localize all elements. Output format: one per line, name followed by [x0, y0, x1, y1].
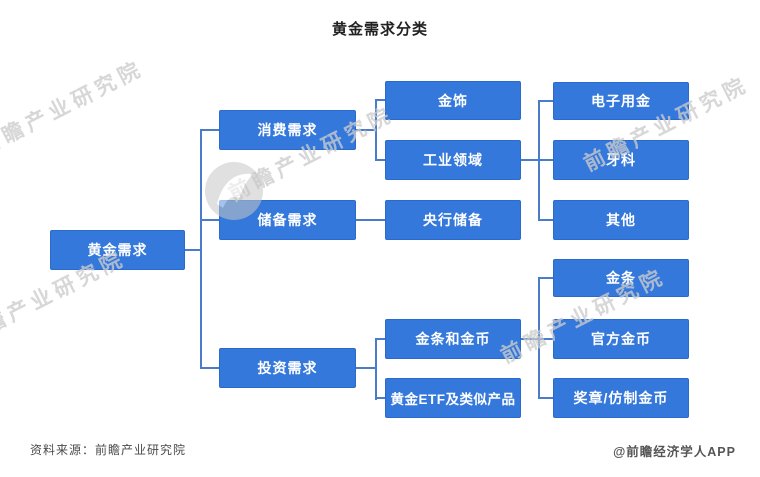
- watermark-text: 前瞻产业研究院: [0, 56, 148, 160]
- node-central-bank-reserve: 央行储备: [385, 200, 521, 240]
- connector-line: [185, 249, 202, 251]
- connector-line: [538, 100, 553, 102]
- node-industrial: 工业领域: [385, 140, 521, 180]
- connector-line: [375, 99, 385, 101]
- connector-line: [538, 277, 553, 279]
- connector-line: [538, 397, 553, 399]
- node-electronics-gold: 电子用金: [553, 82, 689, 120]
- connector-line: [200, 129, 220, 131]
- connector-line: [375, 338, 385, 340]
- node-medals-imitation-coins: 奖章/仿制金币: [553, 378, 689, 418]
- connector-line: [375, 99, 377, 161]
- node-consumer-demand: 消费需求: [219, 110, 356, 150]
- node-gold-bars: 金条: [553, 259, 689, 297]
- node-jewelry: 金饰: [385, 81, 521, 120]
- node-gold-etf: 黄金ETF及类似产品: [385, 378, 521, 418]
- diagram-title: 黄金需求分类: [331, 21, 428, 38]
- connector-line: [375, 159, 385, 161]
- node-bars-and-coins: 金条和金币: [385, 319, 521, 359]
- connector-line: [538, 219, 553, 221]
- node-official-coins: 官方金币: [553, 319, 689, 359]
- connector-line: [521, 159, 540, 161]
- node-investment-demand: 投资需求: [219, 348, 356, 388]
- connector-line: [200, 129, 202, 369]
- connector-line: [200, 367, 220, 369]
- connector-line: [375, 338, 377, 400]
- connector-line: [521, 338, 540, 340]
- node-dental: 牙科: [553, 140, 689, 180]
- node-gold-demand: 黄金需求: [50, 230, 185, 270]
- connector-line: [375, 397, 385, 399]
- node-other: 其他: [553, 200, 689, 240]
- connector-line: [356, 219, 385, 221]
- connector-line: [538, 159, 553, 161]
- node-reserve-demand: 储备需求: [219, 200, 356, 240]
- connector-line: [200, 219, 220, 221]
- data-source-text: 资料来源：前瞻产业研究院: [30, 443, 187, 457]
- connector-line: [356, 129, 377, 131]
- connector-line: [538, 338, 553, 340]
- credit-text: @前瞻经济学人APP: [613, 445, 736, 459]
- connector-line: [356, 367, 377, 369]
